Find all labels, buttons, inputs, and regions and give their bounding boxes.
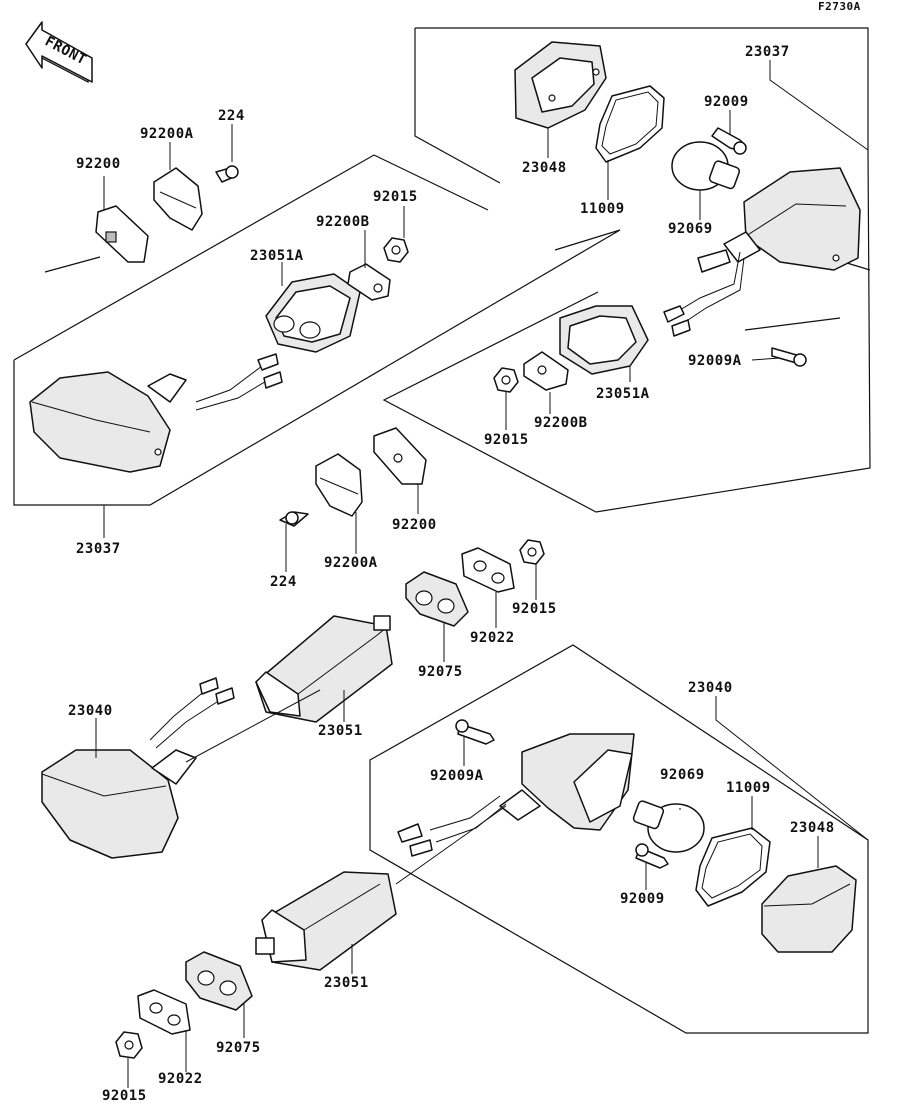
screw-224-top: [215, 165, 239, 183]
stalk-23051-middle: [255, 615, 393, 723]
cover-23051A-left: [265, 273, 361, 353]
screw-92009-upper: [711, 127, 747, 155]
screw-224-middle: [279, 511, 309, 527]
frame-right-rear-signal: [369, 644, 869, 1034]
plate-92200B-right: [523, 351, 569, 391]
part-label: 23051: [318, 723, 363, 739]
part-labels: 23037 92009 23048 11009 92069 92009A 230…: [68, 44, 835, 1103]
part-label: 23051A: [250, 248, 304, 264]
part-label: 11009: [726, 780, 771, 796]
part-label: 224: [270, 574, 297, 590]
bracket-92200-middle: [373, 427, 427, 485]
part-label: 92009: [620, 891, 665, 907]
part-label: 92009A: [430, 768, 484, 784]
part-label: 11009: [580, 201, 625, 217]
screw-92009A-upper: [771, 347, 807, 367]
frame-left-front-signal: [13, 154, 621, 506]
part-label: 92015: [512, 601, 557, 617]
bracket-92200A-top: [153, 167, 203, 231]
wires-upper-right: [663, 251, 745, 337]
figure-ref-code: F2730A: [818, 0, 861, 13]
housing-23037-left: [29, 371, 187, 473]
front-arrow-badge: FRONT: [25, 21, 93, 83]
lens-23048-upper: [514, 41, 607, 129]
part-label: 23037: [76, 541, 121, 557]
nut-92015-right: [493, 367, 519, 393]
part-label: 92075: [216, 1040, 261, 1056]
part-label: 92200: [392, 517, 437, 533]
part-label: 92069: [668, 221, 713, 237]
part-label: 92015: [484, 432, 529, 448]
part-label: 92069: [660, 767, 705, 783]
lens-23048-lower: [761, 865, 857, 953]
plate-92200B-left: [347, 263, 391, 301]
part-label: 92022: [158, 1071, 203, 1087]
part-label: 92015: [373, 189, 418, 205]
part-label: 92200A: [324, 555, 378, 571]
wires-23040-right: [397, 795, 507, 857]
part-label: 92075: [418, 664, 463, 680]
part-label: 92200B: [534, 415, 588, 431]
part-label: 92009: [704, 94, 749, 110]
part-label: 224: [218, 108, 245, 124]
bulb-92069-lower: [632, 800, 705, 853]
plate-92022-middle: [461, 547, 515, 593]
bracket-92200A-middle: [315, 453, 363, 517]
part-label: 92200A: [140, 126, 194, 142]
gasket-11009-lower: [695, 827, 771, 907]
part-label: 23048: [522, 160, 567, 176]
grommet-92075-lower: [185, 951, 253, 1011]
leader-lines: [95, 60, 869, 1088]
bracket-92200-top: [95, 205, 149, 263]
part-label: 23040: [688, 680, 733, 696]
plate-92022-lower: [137, 989, 191, 1035]
nut-92015-middle: [519, 539, 545, 565]
screw-92009-lower: [635, 843, 669, 869]
part-label: 23040: [68, 703, 113, 719]
nut-92015-left-top: [383, 237, 409, 263]
part-label: 23048: [790, 820, 835, 836]
screw-92009A-right: [455, 719, 495, 745]
wires-23040-left: [149, 677, 235, 749]
housing-23040-left: [41, 749, 197, 859]
wires-left: [195, 353, 283, 411]
part-label: 23037: [745, 44, 790, 60]
gasket-11009-upper: [595, 85, 665, 163]
housing-23040-right: [499, 733, 635, 831]
part-label: 92200B: [316, 214, 370, 230]
cover-23051A-right: [559, 305, 649, 375]
part-label: 92200: [76, 156, 121, 172]
part-label: 92022: [470, 630, 515, 646]
housing-23037-upper: [697, 167, 861, 273]
nut-92015-lower: [115, 1031, 143, 1059]
grommet-92075-middle: [405, 571, 469, 627]
part-label: 92009A: [688, 353, 742, 369]
part-label: 23051A: [596, 386, 650, 402]
bulb-92069-upper: [671, 141, 741, 191]
part-label: 92015: [102, 1088, 147, 1103]
stalk-23051-lower: [255, 871, 397, 971]
part-label: 23051: [324, 975, 369, 991]
